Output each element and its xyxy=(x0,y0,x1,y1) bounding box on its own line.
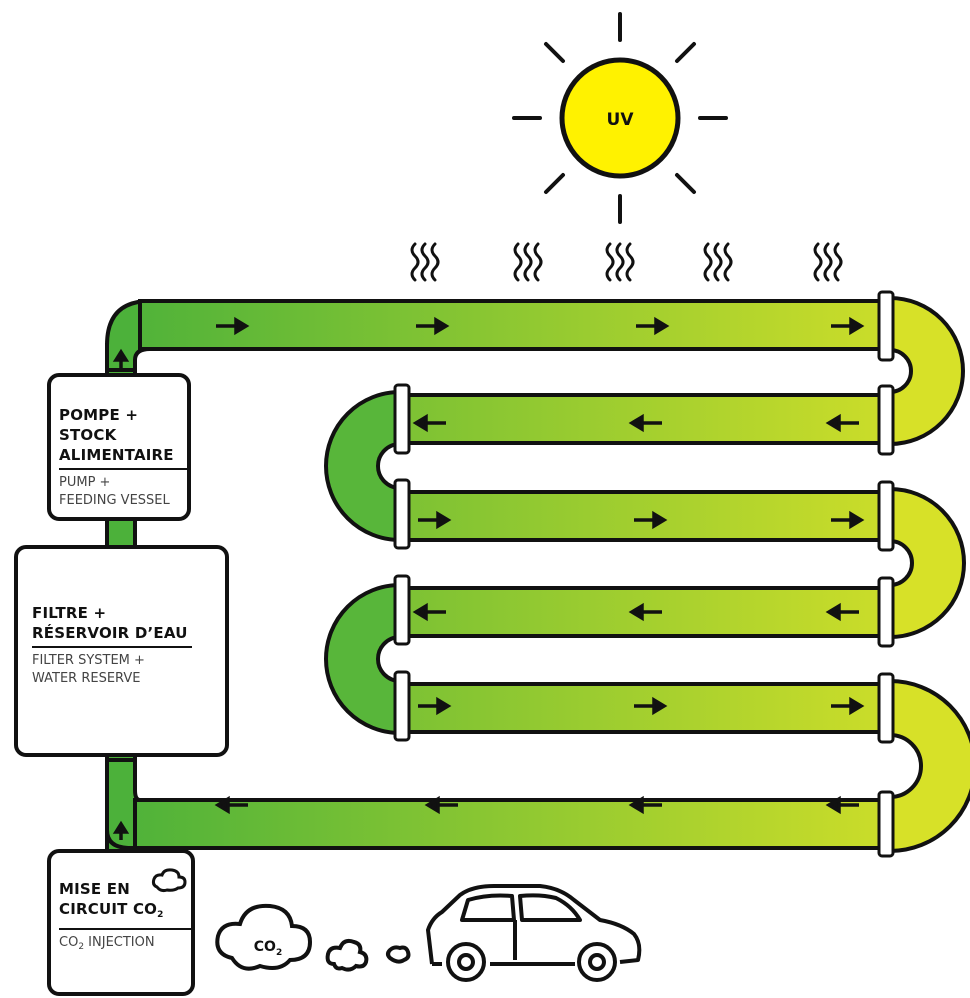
flow-arrow-icon xyxy=(628,602,662,622)
pump-title-line2: ALIMENTAIRE xyxy=(59,446,174,464)
flow-arrow-icon xyxy=(214,795,248,815)
pump-subtitle-line2: FEEDING VESSEL xyxy=(59,493,170,508)
co2-title-line2-sub: 2 xyxy=(157,910,164,920)
co2-cloud-icon xyxy=(325,938,369,972)
pipe-row-5 xyxy=(398,682,892,734)
pipe-row-3 xyxy=(398,490,892,542)
u-bend-right xyxy=(888,295,965,447)
pipe-row-2 xyxy=(398,393,892,445)
flow-arrow-icon xyxy=(628,795,662,815)
pipe-row-1 xyxy=(138,299,887,351)
flow-arrow-icon xyxy=(831,316,865,336)
flow-arrow-icon xyxy=(825,413,859,433)
car-icon xyxy=(426,884,642,982)
heat-wave-icon xyxy=(703,242,733,282)
divider xyxy=(32,646,192,648)
heat-wave-icon xyxy=(410,242,440,282)
flow-arrow-icon xyxy=(825,602,859,622)
flow-arrow-icon xyxy=(112,348,130,368)
co2-cloud-icon: CO2 xyxy=(215,903,313,971)
flow-arrow-icon xyxy=(112,820,130,840)
pipe-flange xyxy=(393,383,411,455)
co2-title-line2: CIRCUIT CO2 xyxy=(59,899,195,925)
flow-arrow-icon xyxy=(416,316,450,336)
co2-title-line1: MISE EN xyxy=(59,880,130,898)
co2-cloud-icon xyxy=(386,945,411,964)
u-bend-left xyxy=(324,582,402,736)
pipe-flange xyxy=(877,384,895,456)
pipe-flange xyxy=(877,290,895,362)
flow-arrow-icon xyxy=(412,602,446,622)
flow-arrow-icon xyxy=(418,696,452,716)
filter-title-line1: FILTRE + xyxy=(32,604,107,622)
u-bend-right xyxy=(888,678,970,854)
u-bend-right xyxy=(888,486,966,640)
pump-subtitle-line1: PUMP + xyxy=(59,475,111,490)
flow-arrow-icon xyxy=(636,316,670,336)
pipe-flange xyxy=(877,576,895,648)
u-bend-left xyxy=(324,389,402,543)
pipe-flange xyxy=(393,478,411,550)
divider xyxy=(59,928,195,930)
co2-title-line2-main: CIRCUIT CO xyxy=(59,900,158,918)
divider xyxy=(59,468,189,470)
flow-arrow-icon xyxy=(831,510,865,530)
flow-arrow-icon xyxy=(825,795,859,815)
co2-injection-box: MISE EN CIRCUIT CO2 CO2 INJECTION xyxy=(47,849,195,996)
pipe-row-6 xyxy=(133,798,887,850)
pipe-flange xyxy=(393,574,411,646)
photobioreactor-tubes xyxy=(105,290,970,862)
co2-subtitle-main: CO xyxy=(59,935,79,950)
flow-arrow-icon xyxy=(634,696,668,716)
pump-feeding-vessel-box: POMPE + STOCK ALIMENTAIRE PUMP + FEEDING… xyxy=(47,373,191,521)
cloud-co2-main: CO xyxy=(254,939,276,955)
co2-subtitle: CO2 INJECTION xyxy=(59,934,195,956)
heat-wave-icon xyxy=(513,242,543,282)
cloud-co2-sub: 2 xyxy=(276,948,282,958)
co2-cloud-icon xyxy=(151,868,187,893)
pipe-flange xyxy=(393,670,411,742)
flow-arrow-icon xyxy=(424,795,458,815)
filter-title-line2: RÉSERVOIR D’EAU xyxy=(32,624,188,642)
flow-arrow-icon xyxy=(831,696,865,716)
pump-title-line1: POMPE + STOCK xyxy=(59,406,139,444)
svg-text:CO2: CO2 xyxy=(254,939,282,958)
filter-subtitle-line1: FILTER SYSTEM + xyxy=(32,653,145,668)
pipe-flange xyxy=(877,672,895,744)
co2-subtitle-sub: 2 xyxy=(78,942,85,952)
flow-arrow-icon xyxy=(628,413,662,433)
heat-wave-icon xyxy=(605,242,635,282)
sun-icon: UV xyxy=(512,12,728,224)
flow-arrow-icon xyxy=(412,413,446,433)
flow-arrow-icon xyxy=(418,510,452,530)
sun-label: UV xyxy=(607,110,635,130)
filter-water-reserve-box: FILTRE + RÉSERVOIR D’EAU FILTER SYSTEM +… xyxy=(14,545,229,757)
pipe-flange xyxy=(877,480,895,552)
pipe-flange xyxy=(877,790,895,858)
co2-subtitle-rest: INJECTION xyxy=(84,935,155,950)
flow-arrow-icon xyxy=(634,510,668,530)
filter-subtitle-line2: WATER RESERVE xyxy=(32,671,141,686)
flow-arrow-icon xyxy=(216,316,250,336)
heat-wave-icon xyxy=(813,242,843,282)
